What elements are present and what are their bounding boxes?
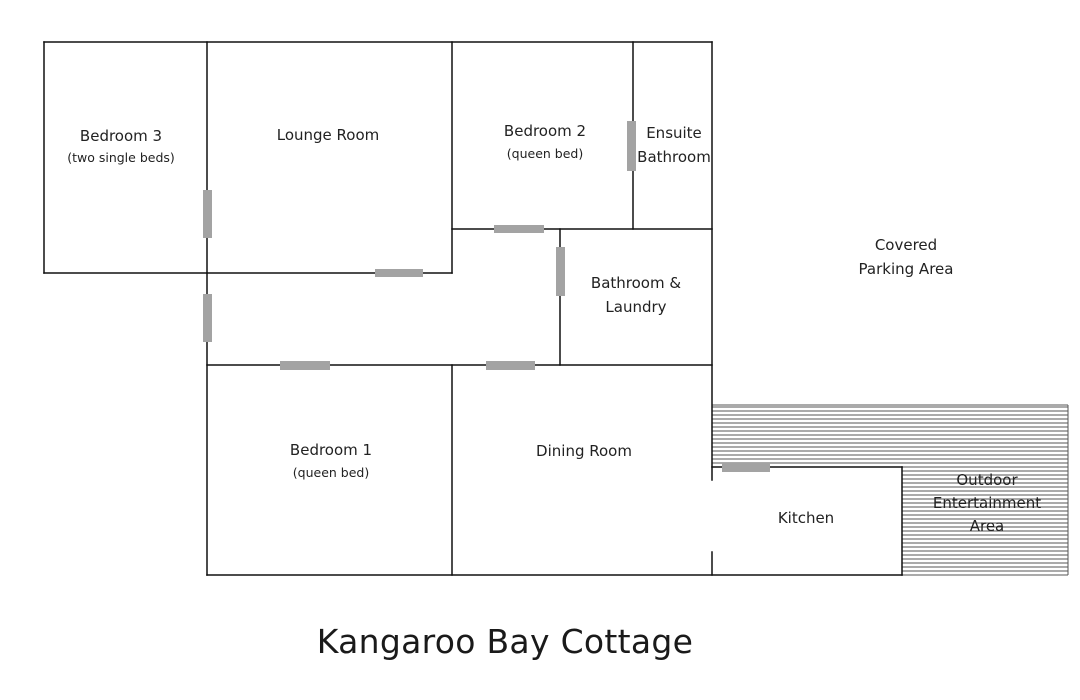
parking-label-line2: Parking Area: [859, 260, 954, 278]
door-bathroom-laundry: [556, 247, 565, 296]
doors: [203, 121, 770, 472]
ensuite-label-line2: Bathroom: [637, 148, 711, 166]
walls: [43, 41, 903, 576]
door-bedroom2-hall: [494, 225, 544, 233]
room-labels: Bedroom 3 (two single beds) Lounge Room …: [67, 122, 1041, 535]
lounge-label: Lounge Room: [277, 126, 380, 144]
outdoor-label-line1: Outdoor: [956, 471, 1018, 489]
bedroom1-note: (queen bed): [293, 465, 369, 480]
door-hall-left: [203, 294, 212, 342]
bedroom1-label: Bedroom 1: [290, 441, 372, 459]
kitchen-label: Kitchen: [778, 509, 834, 527]
outdoor-deck-hatching: [712, 404, 1069, 576]
door-kitchen-deck: [722, 463, 770, 472]
bathroom-laundry-label-line1: Bathroom &: [591, 274, 681, 292]
bedroom2-note: (queen bed): [507, 146, 583, 161]
bedroom2-label: Bedroom 2: [504, 122, 586, 140]
outdoor-label-line2: Entertainment: [933, 494, 1041, 512]
parking-label-line1: Covered: [875, 236, 937, 254]
bedroom3-note: (two single beds): [67, 150, 175, 165]
door-bedroom3-lounge: [203, 190, 212, 238]
door-lounge-hall: [375, 269, 423, 277]
door-bedroom1: [280, 361, 330, 370]
outdoor-label-line3: Area: [970, 517, 1005, 535]
ensuite-label-line1: Ensuite: [646, 124, 702, 142]
door-ensuite: [627, 121, 636, 171]
dining-label: Dining Room: [536, 442, 632, 460]
door-dining-hall: [486, 361, 535, 370]
plan-title: Kangaroo Bay Cottage: [316, 622, 694, 661]
bathroom-laundry-label-line2: Laundry: [605, 298, 666, 316]
bedroom3-label: Bedroom 3: [80, 127, 162, 145]
